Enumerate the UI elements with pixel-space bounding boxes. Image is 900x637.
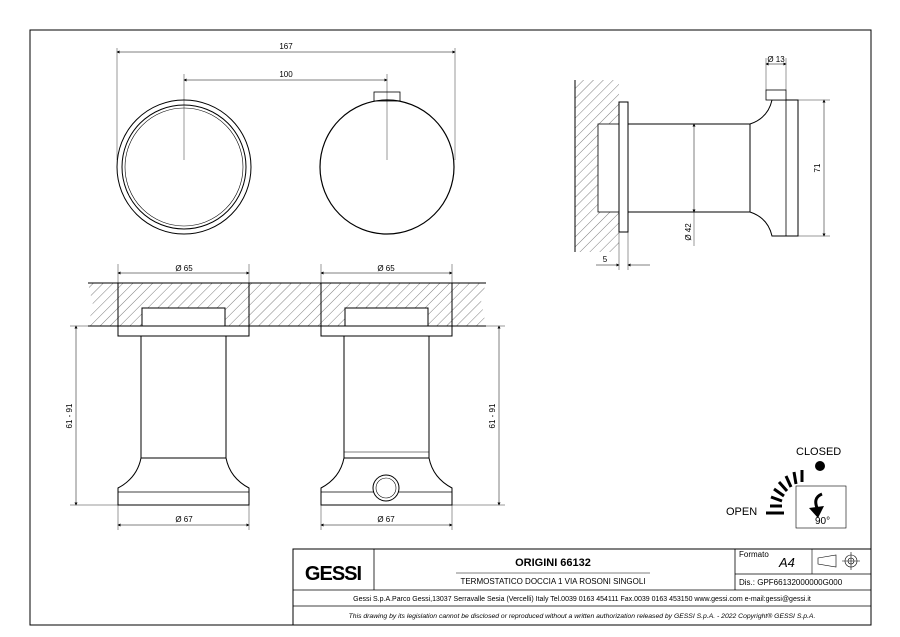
- dim-rosette-left: Ø 65: [175, 264, 193, 273]
- company-info: Gessi S.p.A.Parco Gessi,13037 Serravalle…: [353, 596, 811, 603]
- product-description: TERMOSTATICO DOCCIA 1 VIA ROSONI SINGOLI: [460, 577, 645, 586]
- dim-rosette-right: Ø 65: [377, 264, 395, 273]
- disclaimer: This drawing by its legislation cannot b…: [349, 612, 816, 620]
- dim-stem-dia: Ø 42: [684, 223, 693, 241]
- diverter-knob: [372, 474, 400, 502]
- projection-symbol-icon: [817, 552, 860, 570]
- rotation-arc-icon: [770, 470, 804, 508]
- product-name: ORIGINI 66132: [515, 557, 591, 569]
- legend-open: OPEN: [726, 506, 757, 518]
- rotation-legend: CLOSED OPEN 90°: [726, 446, 847, 529]
- bottom-section-views: Ø 65 Ø 65 Ø 67 Ø 67 61 - 91 61 - 91: [65, 264, 505, 530]
- dim-depth-right: 61 - 91: [488, 403, 497, 428]
- closed-dot-icon: [815, 461, 825, 471]
- front-view: 167 100: [116, 42, 456, 235]
- format-label: Formato: [739, 550, 769, 559]
- dim-base-right: Ø 67: [377, 515, 395, 524]
- dim-center-distance: 100: [279, 70, 293, 79]
- drawing-number: Dis.: GPF66132000000G000: [739, 578, 843, 587]
- gessi-logo: GESSI: [305, 563, 362, 585]
- dim-depth-left: 61 - 91: [65, 403, 74, 428]
- legend-closed: CLOSED: [796, 446, 841, 458]
- side-section-view: Ø 13 71 Ø 42 5: [574, 55, 830, 270]
- dim-base-left: Ø 67: [175, 515, 193, 524]
- format-value: A4: [778, 555, 795, 570]
- legend-angle: 90°: [815, 516, 830, 527]
- dim-wall-offset: 5: [603, 255, 608, 264]
- dim-body-height: 71: [813, 163, 822, 172]
- dim-knob-dia: Ø 13: [767, 55, 785, 64]
- title-block: GESSI ORIGINI 66132 TERMOSTATICO DOCCIA …: [292, 548, 872, 626]
- dim-overall-width: 167: [279, 42, 293, 51]
